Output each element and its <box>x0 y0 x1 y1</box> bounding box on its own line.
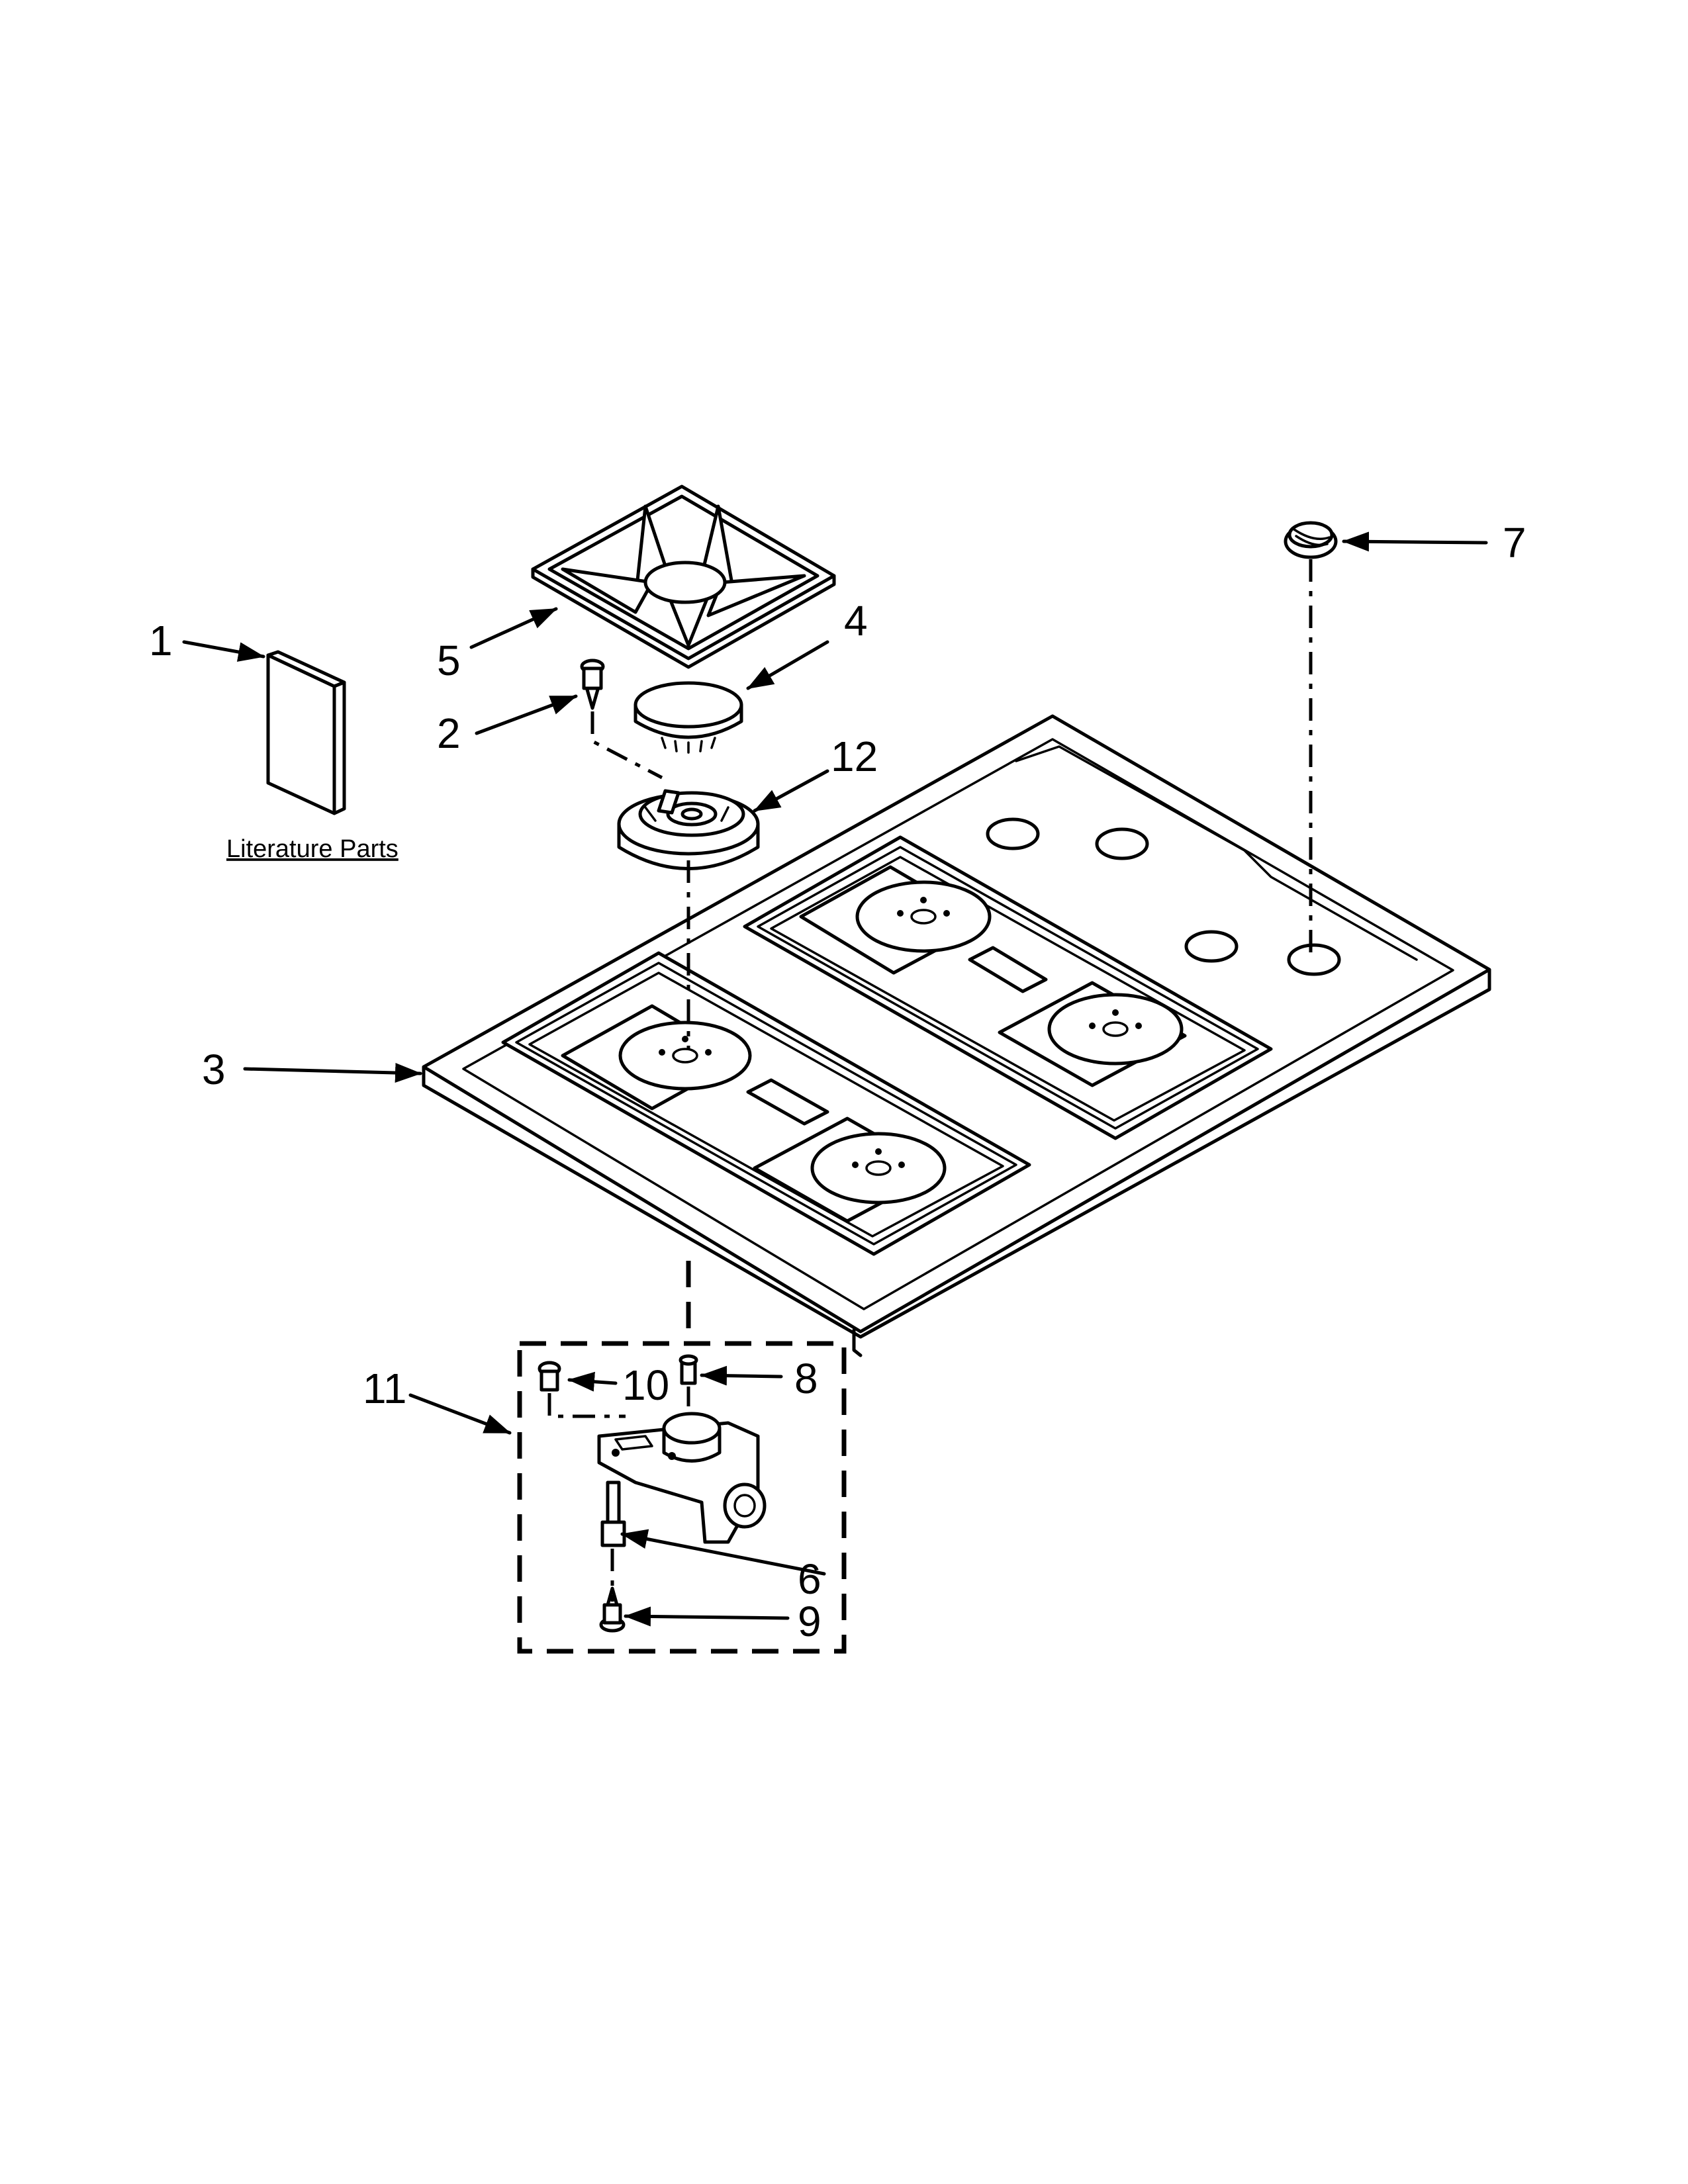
burner-cap <box>633 681 743 754</box>
control-knob <box>1284 521 1338 559</box>
literature-parts-booklet <box>266 650 346 815</box>
leader-lines <box>182 531 1488 1627</box>
assembly-line-screw <box>590 711 663 780</box>
valve-assembly <box>538 1354 767 1633</box>
callout-9: 9 <box>798 1598 821 1645</box>
callout-8: 8 <box>794 1355 818 1402</box>
callout-10: 10 <box>622 1361 669 1409</box>
burner-base <box>617 789 760 870</box>
burner-grate <box>531 484 836 669</box>
callout-4: 4 <box>844 597 868 645</box>
callout-11: 11 <box>363 1365 406 1412</box>
callout-2: 2 <box>437 709 461 757</box>
literature-parts-label: Literature Parts <box>226 835 399 863</box>
cooktop <box>422 714 1491 1357</box>
callout-7: 7 <box>1503 519 1526 567</box>
valve-assembly-box <box>517 1341 847 1654</box>
callout-12: 12 <box>831 733 878 780</box>
screw <box>580 659 605 710</box>
callout-3: 3 <box>202 1046 226 1093</box>
callout-1: 1 <box>149 617 173 664</box>
callout-6: 6 <box>798 1555 821 1603</box>
callout-5: 5 <box>437 637 461 684</box>
